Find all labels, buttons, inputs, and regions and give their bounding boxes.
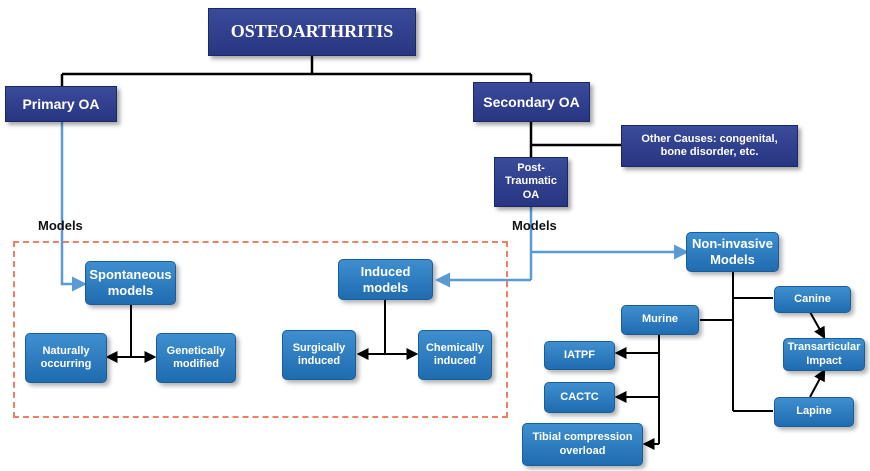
- tree-connectors: [60, 56, 621, 158]
- canine-node: Canine: [774, 286, 851, 313]
- genetically-modified-node: Genetically modified: [156, 333, 236, 383]
- non-invasive-models-node: Non-invasive Models: [686, 232, 779, 272]
- model-arrows: [60, 122, 689, 292]
- lapine-node: Lapine: [774, 397, 854, 427]
- post-traumatic-node: Post-Traumatic OA: [494, 157, 568, 207]
- primary-to-spontaneous: [60, 122, 87, 292]
- tibial-compression-overload-node: Tibial compression overload: [522, 423, 643, 466]
- secondary-oa-node: Secondary OA: [473, 82, 590, 122]
- models-label-left: Models: [38, 218, 83, 233]
- root-node: OSTEOARTHRITIS: [208, 8, 416, 56]
- naturally-occurring-node: Naturally occurring: [25, 333, 107, 383]
- other-causes-node: Other Causes: congenital, bone disorder,…: [621, 125, 798, 167]
- surgically-induced-node: Surgically induced: [282, 330, 356, 380]
- iatpf-node: IATPF: [544, 341, 615, 370]
- induced-models-node: Induced models: [338, 259, 433, 300]
- murine-node: Murine: [621, 305, 699, 335]
- small-connectors: [105, 271, 826, 450]
- chemically-induced-node: Chemically induced: [418, 330, 492, 380]
- primary-oa-node: Primary OA: [5, 86, 117, 122]
- spontaneous-models-node: Spontaneous models: [85, 261, 176, 305]
- models-label-right: Models: [512, 218, 557, 233]
- cactc-node: CACTC: [544, 382, 615, 413]
- models-dashed-region: [13, 241, 508, 418]
- transarticular-impact-node: Transarticular Impact: [783, 338, 865, 371]
